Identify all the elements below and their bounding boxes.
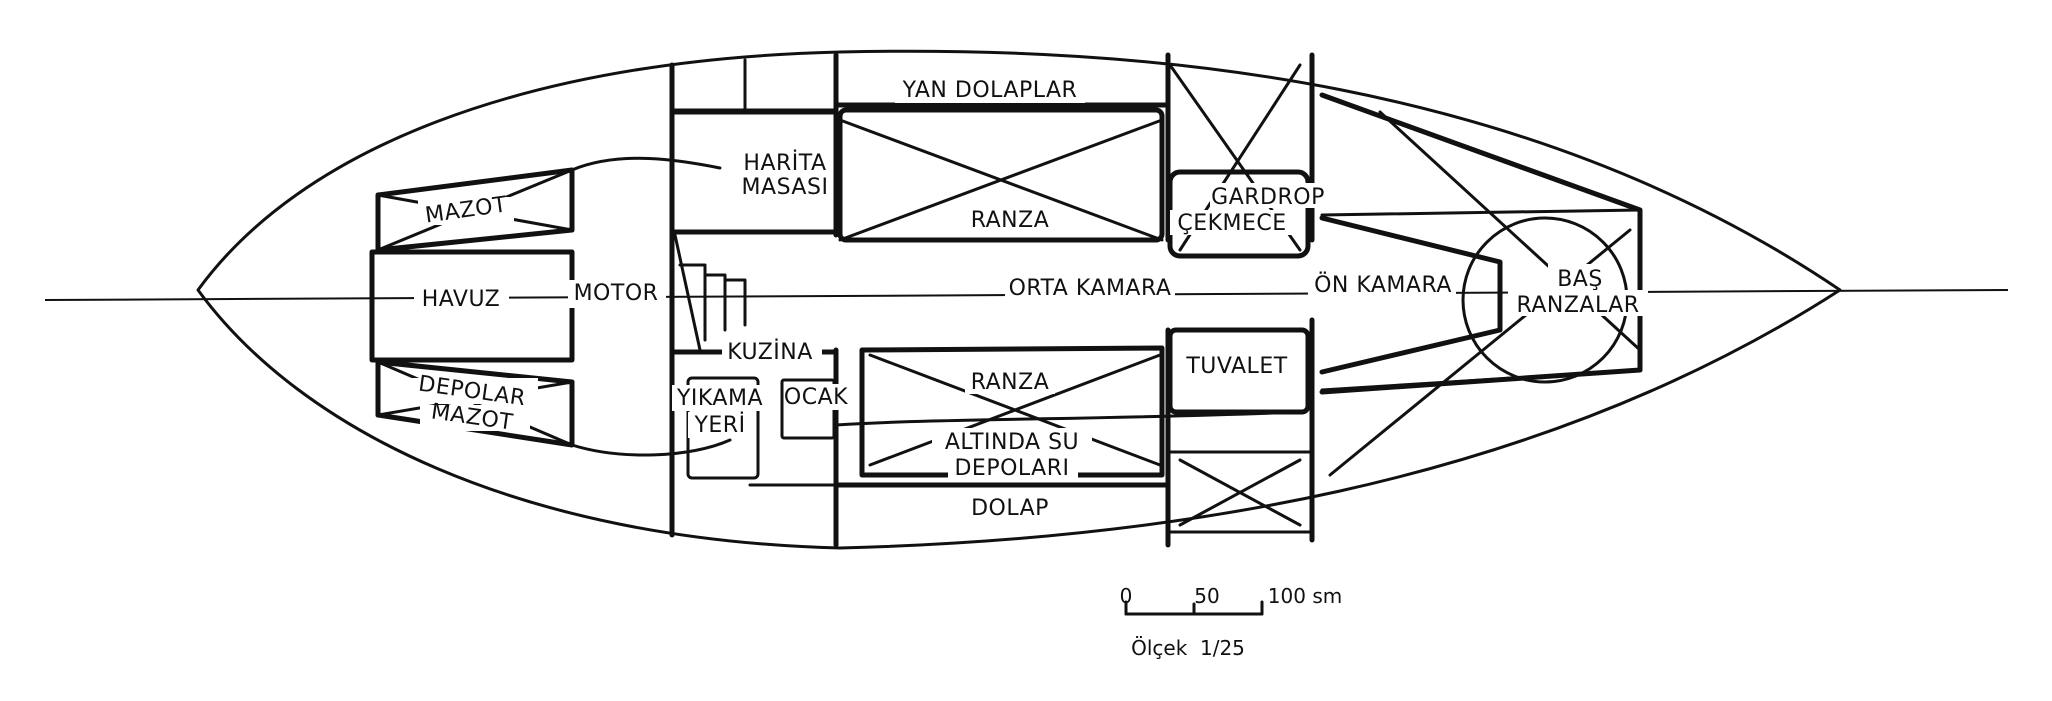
label-yeri: YERİ	[693, 412, 745, 438]
scale-tick-100: 100 sm	[1268, 584, 1342, 608]
label-ranzalar: RANZALAR	[1516, 293, 1639, 318]
fuel-line	[570, 156, 722, 172]
v-berth-inner	[1319, 215, 1503, 375]
berth-line	[1320, 368, 1642, 392]
v-berth-outer	[1319, 92, 1643, 395]
scale-caption: Ölçek 1/25	[1131, 636, 1245, 660]
label-tuvalet: TUVALET	[1185, 354, 1287, 379]
berth-line	[1320, 208, 1642, 217]
label-kuzina: KUZİNA	[727, 339, 813, 365]
hull-outline	[196, 49, 1842, 550]
fuel-line	[570, 438, 732, 457]
label-altinda-su: ALTINDA SU	[945, 430, 1079, 455]
scale-tick-0: 0	[1120, 584, 1133, 608]
ranza-bottom-box	[859, 345, 1165, 478]
ranza-top-box	[837, 107, 1165, 243]
ranza-cross	[838, 118, 1164, 242]
label-motor: MOTOR	[574, 281, 659, 306]
locker-box	[1166, 450, 1314, 534]
locker-cross	[1178, 458, 1302, 527]
water-pipe	[834, 410, 1302, 427]
label-ocak: OCAK	[784, 385, 848, 410]
label-havuz: HAVUZ	[422, 287, 501, 312]
steps-diag	[673, 233, 702, 352]
label-masasi: MASASI	[742, 175, 829, 200]
scale-bar: 0 50 100 sm Ölçek 1/25	[1120, 584, 1343, 660]
label-ranza-bottom: RANZA	[971, 370, 1050, 395]
label-ranza-top: RANZA	[971, 208, 1050, 233]
label-gardrop: GARDROP	[1211, 185, 1325, 210]
ranza-cross	[868, 353, 1162, 467]
label-harita: HARİTA	[743, 150, 826, 176]
label-cekmece: ÇEKMECE	[1177, 211, 1286, 236]
label-dolap: DOLAP	[971, 496, 1049, 521]
steps	[678, 263, 747, 342]
scale-tick-50: 50	[1194, 584, 1219, 608]
label-depolari: DEPOLARI	[954, 456, 1069, 481]
label-orta-kamara: ORTA KAMARA	[1009, 276, 1172, 301]
tuvalet-box	[1167, 327, 1311, 415]
label-bas: BAŞ	[1557, 267, 1603, 292]
label-on-kamara: ÖN KAMARA	[1314, 272, 1452, 298]
label-yan-dolaplar: YAN DOLAPLAR	[902, 78, 1078, 103]
label-yikama: YIKAMA	[676, 386, 763, 411]
